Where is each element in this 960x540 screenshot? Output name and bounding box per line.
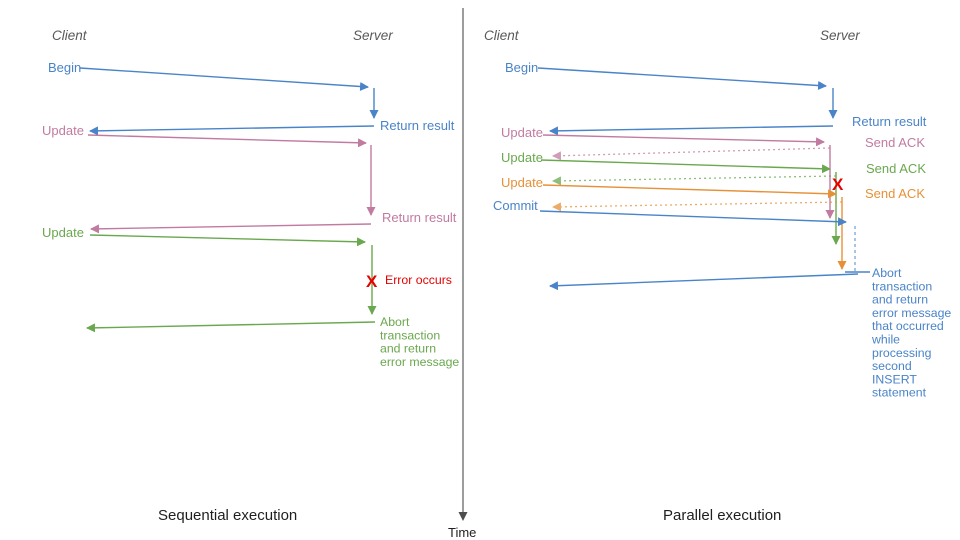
right-send-ack-3-label: Send ACK	[865, 186, 925, 201]
left-client-header: Client	[52, 28, 88, 43]
right-update-3-request-arrow	[542, 184, 837, 199]
left-return-result-2-label: Return result	[382, 210, 457, 225]
left-error-occurs-label: Error occurs	[385, 273, 452, 287]
right-begin-request-arrow	[537, 67, 827, 90]
right-abort-return-arrow	[549, 273, 859, 291]
right-return-result-label: Return result	[852, 114, 927, 129]
right-abort-text: second	[872, 359, 912, 373]
left-abort-return-arrow	[86, 321, 376, 333]
right-client-header: Client	[484, 28, 520, 43]
right-begin-label: Begin	[505, 60, 538, 75]
right-return-result-arrow	[549, 125, 834, 136]
left-begin-request-arrow	[79, 67, 369, 91]
right-abort-text: statement	[872, 386, 927, 400]
right-send-ack-1-label: Send ACK	[865, 135, 925, 150]
left-abort-text: transaction	[380, 328, 440, 342]
right-update-3-label: Update	[501, 175, 543, 190]
right-update-1-label: Update	[501, 125, 543, 140]
time-axis-label: Time	[448, 525, 476, 540]
left-abort-text: Abort	[380, 315, 410, 329]
left-update-2-request-arrow	[89, 234, 366, 247]
left-update-1-label: Update	[42, 123, 84, 138]
left-server-header: Server	[353, 28, 393, 43]
right-error-x-icon: X	[832, 175, 844, 194]
left-return-result-1-arrow	[89, 125, 375, 136]
right-abort-text: error message	[872, 306, 951, 320]
left-begin-label: Begin	[48, 60, 81, 75]
right-update-1-request-arrow	[542, 134, 825, 147]
right-abort-text: and return	[872, 293, 928, 307]
right-commit-request-arrow	[539, 210, 847, 227]
left-abort-text: and return	[380, 342, 436, 356]
right-server-header: Server	[820, 28, 860, 43]
right-abort-text: processing	[872, 346, 932, 360]
left-update-1-request-arrow	[87, 134, 367, 148]
right-abort-text: while	[871, 333, 900, 347]
left-return-result-2-arrow	[90, 223, 372, 234]
right-abort-text: transaction	[872, 279, 932, 293]
left-error-x-icon: X	[366, 272, 378, 291]
right-abort-text: Abort	[872, 266, 902, 280]
right-caption: Parallel execution	[663, 507, 781, 524]
left-caption: Sequential execution	[158, 507, 297, 524]
right-abort-text: INSERT	[872, 372, 917, 386]
right-send-ack-2-dotted-arrow	[552, 175, 837, 186]
left-return-result-1-label: Return result	[380, 118, 455, 133]
left-abort-text: error message	[380, 355, 459, 369]
right-send-ack-1-dotted-arrow	[552, 147, 831, 161]
right-update-2-label: Update	[501, 150, 543, 165]
left-update-2-label: Update	[42, 225, 84, 240]
right-abort-text: that occurred	[872, 319, 944, 333]
right-commit-label: Commit	[493, 198, 538, 213]
right-send-ack-3-dotted-arrow	[552, 201, 843, 212]
right-send-ack-2-label: Send ACK	[866, 161, 926, 176]
right-update-2-request-arrow	[540, 159, 831, 174]
